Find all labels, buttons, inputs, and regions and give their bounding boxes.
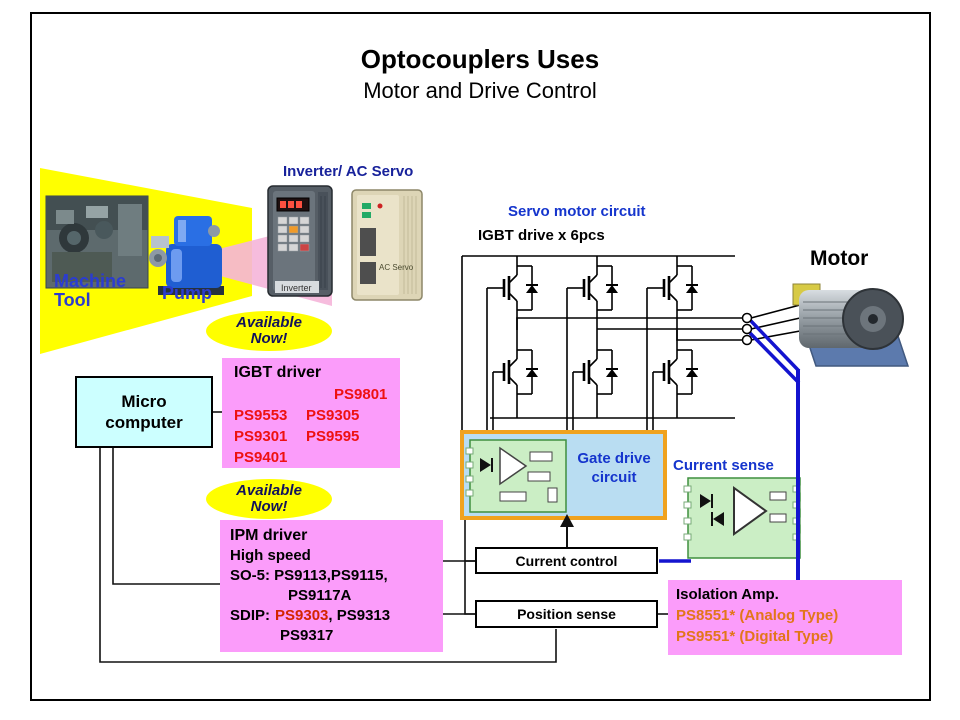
ipm-so5-line: SO-5: PS9113,PS9115, [230,567,388,584]
igbt-part: PS9305 [306,407,360,424]
ac-servo-caption: AC Servo [379,263,414,272]
micro-computer-box: Micro computer [75,376,213,448]
gate-drive-circuit-chip [465,439,567,513]
ipm-sdip-line: SDIP:PS9303, PS9313 [230,606,443,626]
igbt-part [234,384,306,405]
current-control-arrow [560,514,574,548]
gate-drive-label: Gate drive circuit [566,449,662,487]
igbt-driver-title: IGBT driver [234,364,322,381]
servo-motor-circuit-label: Servo motor circuit [508,203,646,220]
motor-image [792,283,910,367]
current-sense-circuit-chip [683,477,801,559]
igbt-part: PS9553 [234,407,288,424]
pump-photo [149,216,224,295]
available-now-top-line2: Now! [250,330,288,347]
ipm-sdip-rest: , PS9313 [328,607,391,624]
machine-tool-photo [45,195,149,289]
machine-tool-label-line1: Machine [54,271,127,291]
phase-terminals [741,312,753,346]
available-now-bottom-line1: Available [236,482,302,499]
current-sense-label: Current sense [673,457,774,474]
motor-label: Motor [810,247,869,270]
igbt-parts-row: PS9401 [234,447,400,468]
isolation-amp-box: Isolation Amp. PS8551* (Analog Type) PS9… [668,580,902,655]
connector-lines [99,411,669,663]
isolation-amp-title: Isolation Amp. [676,586,779,603]
available-now-bottom-line2: Now! [250,498,288,515]
bridge-wires [461,255,801,432]
machine-tool-label-line2: Tool [54,290,91,310]
igbt-part: PS9301 [234,428,288,445]
slide-subtitle: Motor and Drive Control [363,78,597,103]
inverter-keypad [277,216,310,252]
igbt-parts-row: PS9301 PS9595 [234,426,400,447]
inverter-ac-servo-label: Inverter/ AC Servo [283,163,414,180]
ac-servo-grill [403,196,417,294]
ipm-driver-box: IPM driver High speed SO-5: PS9113,PS911… [220,520,443,652]
igbt-driver-box: IGBT driver PS9801 PS9553 PS9305 PS9301 … [222,358,400,468]
igbt-transistors [491,264,700,396]
ipm-sdip-prefix: SDIP: [230,607,271,624]
isolation-amp-line2: PS9551* (Digital Type) [676,628,834,645]
ac-servo-device: AC Servo [351,189,423,301]
isolation-amp-line1: PS8551* (Analog Type) [676,607,839,624]
available-now-top-line1: Available [236,314,302,331]
current-control-box: Current control [475,547,658,574]
inverter-caption: Inverter [281,283,312,293]
igbt-parts-row: PS9801 [234,384,400,405]
igbt-drive-label: IGBT drive x 6pcs [478,227,605,244]
available-now-badge-bottom: Available Now! [206,479,332,519]
ipm-so5-line2: PS9117A [288,587,352,604]
igbt-part: PS9401 [234,449,288,466]
igbt-part: PS9595 [306,428,360,445]
gate-drive-label-line1: Gate drive [577,450,651,467]
igbt-parts-row: PS9553 PS9305 [234,405,400,426]
slide-frame [30,12,931,701]
gate-drive-label-line2: circuit [591,469,637,486]
pump-label: Pump [162,283,213,303]
ipm-sdip-part-red: PS9303 [275,607,329,624]
inverter-device: Inverter [267,185,333,297]
ipm-driver-title: IPM driver [230,527,308,544]
ipm-driver-subtitle: High speed [230,547,311,564]
machine-tool-label: Machine Tool [54,272,126,310]
micro-computer-line2: computer [105,413,183,432]
power-wires [659,318,801,582]
slide-title: Optocouplers Uses [360,44,600,74]
available-now-badge-top: Available Now! [206,311,332,351]
position-sense-box: Position sense [475,600,658,628]
igbt-part: PS9801 [334,386,388,403]
micro-computer-line1: Micro [121,392,167,411]
ipm-last-part: PS9317 [280,627,334,644]
